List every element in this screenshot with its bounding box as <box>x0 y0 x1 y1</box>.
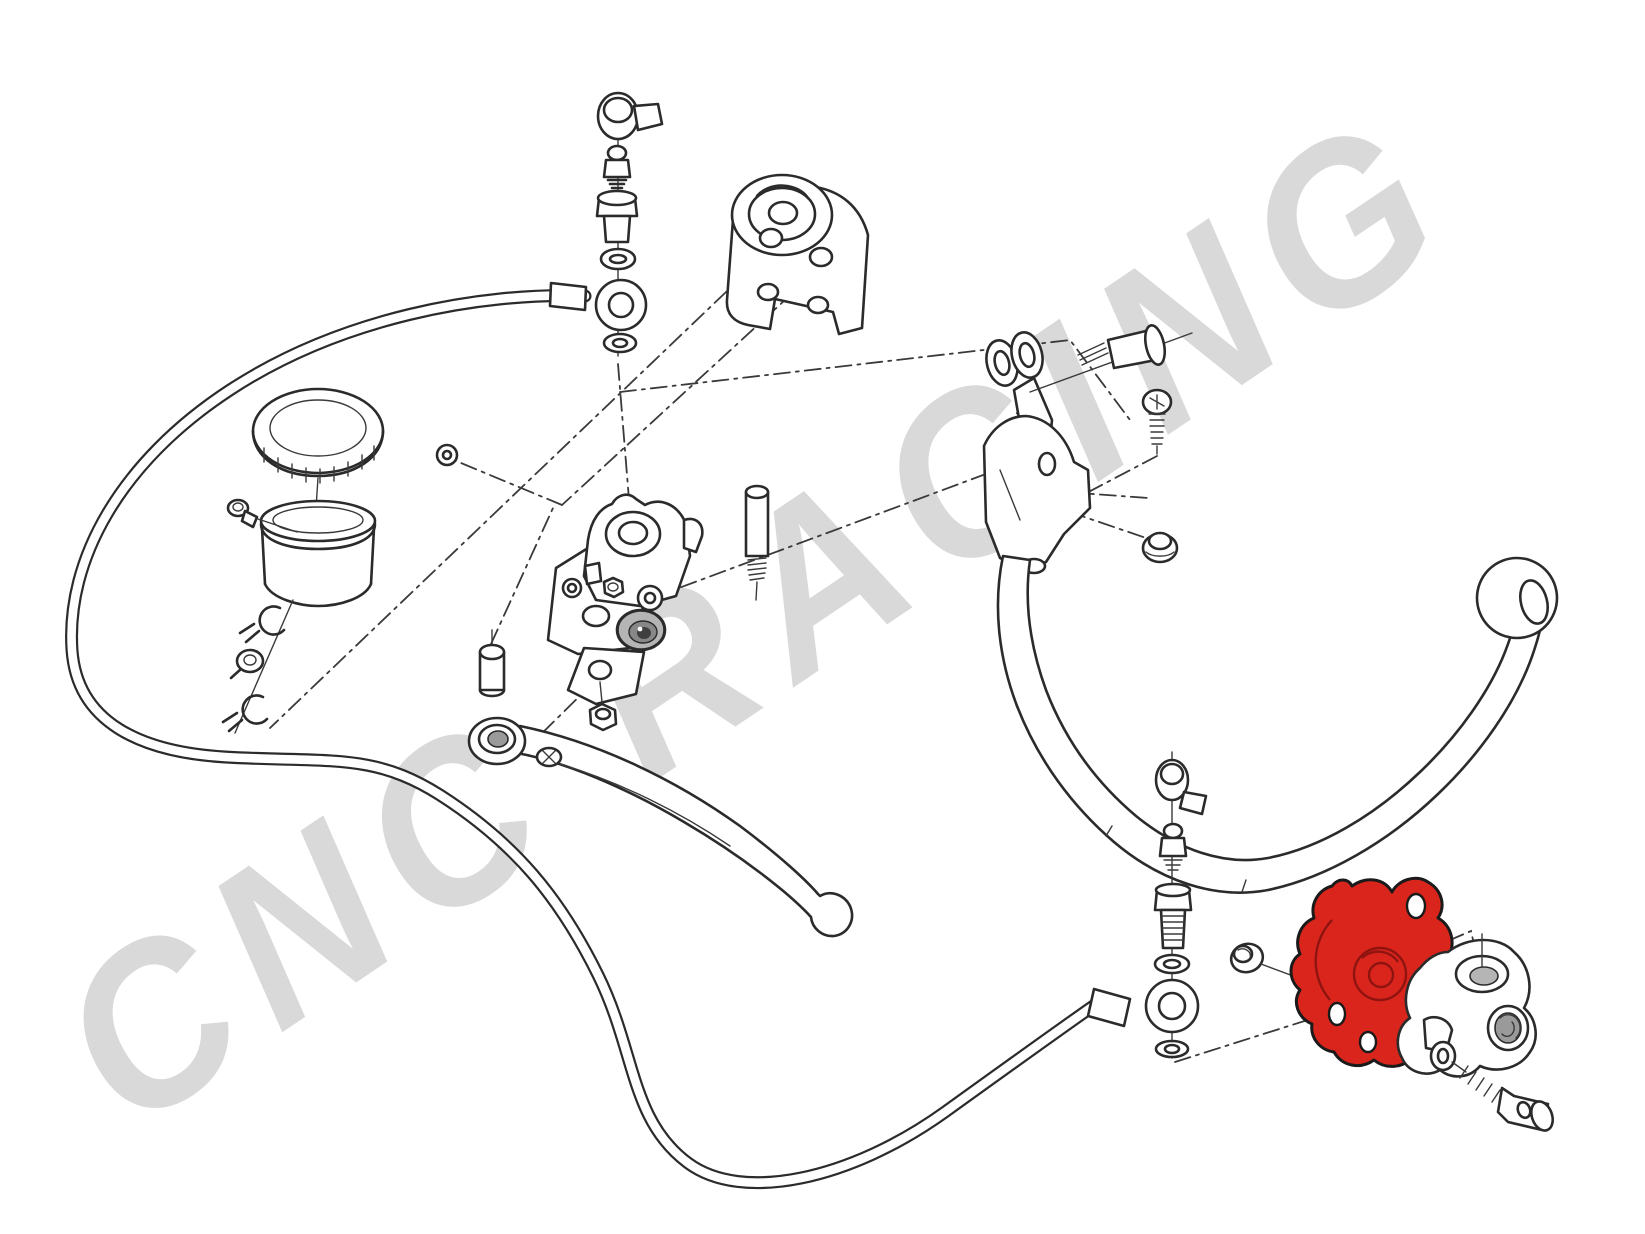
hydraulic-hose <box>65 281 1132 1190</box>
mounting-bolt <box>1451 1061 1555 1132</box>
banjo-bolt <box>595 189 639 244</box>
reservoir-jar <box>259 499 377 608</box>
piston-bore <box>615 608 667 652</box>
banjo-fitting-upper <box>594 278 648 332</box>
lever-nut <box>588 681 618 732</box>
bushing <box>478 629 506 698</box>
rubber-grommet <box>1141 531 1179 564</box>
lever-guard <box>996 554 1559 894</box>
reservoir-screw <box>226 498 298 533</box>
shoulder-pin <box>1077 324 1167 370</box>
handlebar-clamp <box>725 173 870 336</box>
lower-dust-cap <box>1154 758 1208 816</box>
hose-clip <box>238 605 286 644</box>
master-cylinder <box>435 443 770 732</box>
outlet-hex <box>602 576 625 599</box>
dust-cap <box>596 91 664 141</box>
guard-bracket <box>982 376 1092 575</box>
bleeder-valve <box>602 144 632 190</box>
pivot-stud <box>744 484 770 601</box>
switch-bracket <box>583 561 603 586</box>
adjuster-knob <box>535 746 563 768</box>
reservoir-cap <box>251 387 385 484</box>
lower-bleeder-valve <box>1158 822 1188 871</box>
hose-clip-2 <box>221 694 269 733</box>
upper-banjo-stack <box>594 91 664 357</box>
fluid-reservoir-assembly <box>221 387 385 734</box>
clutch-lever <box>467 716 854 938</box>
lower-banjo-stack <box>1144 751 1208 1059</box>
slave-cylinder-body <box>1396 933 1555 1132</box>
lower-banjo-fitting <box>1144 978 1200 1034</box>
washer-stack <box>985 324 1193 393</box>
button-screw <box>1141 388 1173 455</box>
hose-ferrule-lower <box>1086 987 1132 1028</box>
lower-banjo-bolt <box>1153 882 1193 950</box>
hose-ferrule-upper <box>548 281 588 312</box>
hose-fitting <box>229 648 265 680</box>
bleed-boss <box>1486 1004 1530 1052</box>
